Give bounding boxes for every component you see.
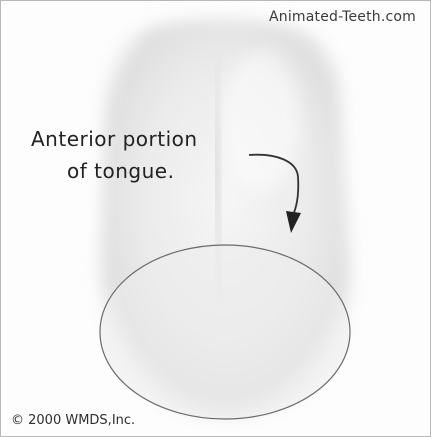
label-line-2: of tongue. xyxy=(27,155,257,187)
anterior-tongue-label: Anterior portion of tongue. xyxy=(27,123,257,187)
anterior-region-outline xyxy=(100,245,350,419)
label-line-1: Anterior portion xyxy=(27,123,257,155)
copyright-notice: © 2000 WMDS,Inc. xyxy=(11,413,135,428)
site-watermark: Animated-Teeth.com xyxy=(269,9,416,25)
